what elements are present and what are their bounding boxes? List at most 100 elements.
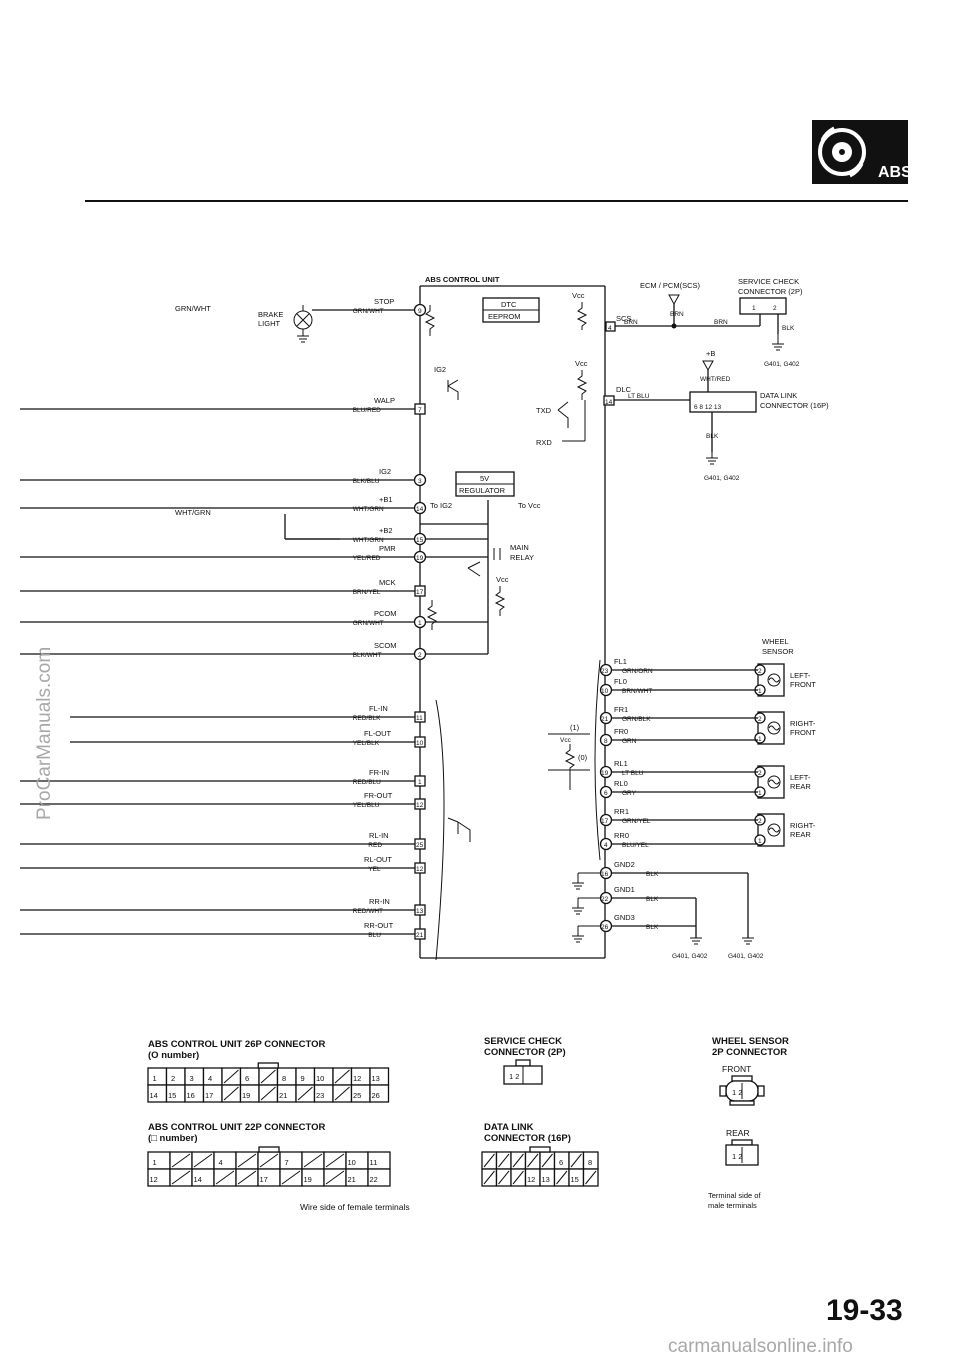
svg-text:16: 16 bbox=[187, 1091, 195, 1100]
wire-color: WHT/GRN bbox=[353, 537, 384, 544]
wire-color: RED/WHT bbox=[353, 908, 383, 915]
connector-22p: ABS CONTROL UNIT 22P CONNECTOR (□ number… bbox=[147, 1122, 391, 1187]
vcc-label-4: Vcc bbox=[560, 737, 572, 744]
c22-title: ABS CONTROL UNIT 22P CONNECTOR bbox=[148, 1122, 325, 1133]
svg-text:17: 17 bbox=[205, 1091, 213, 1100]
svg-text:4: 4 bbox=[219, 1158, 223, 1167]
svg-text:17: 17 bbox=[601, 818, 609, 825]
regulator-label: REGULATOR bbox=[459, 486, 506, 495]
pin-number: 13 bbox=[416, 908, 424, 915]
svg-text:10: 10 bbox=[316, 1074, 324, 1083]
state-on-label: (1) bbox=[570, 723, 580, 732]
terminal-name: RL-OUT bbox=[364, 855, 392, 864]
svg-text:1: 1 bbox=[758, 790, 762, 797]
sc-view-title: SERVICE CHECK bbox=[484, 1036, 562, 1047]
svg-text:REAR: REAR bbox=[790, 830, 811, 839]
terminal-name: PCOM bbox=[374, 609, 397, 618]
svg-text:RIGHT-: RIGHT- bbox=[790, 821, 816, 830]
svg-text:26: 26 bbox=[601, 924, 609, 931]
svg-text:6: 6 bbox=[559, 1158, 563, 1167]
terminal-note: Terminal side of bbox=[708, 1191, 761, 1200]
ws-rear-pins: 1 2 bbox=[732, 1152, 742, 1161]
pin-number: 12 bbox=[416, 802, 424, 809]
main-relay-label: MAIN bbox=[510, 543, 529, 552]
pin-number: 9 bbox=[418, 308, 422, 315]
ground-label-1: G401, G402 bbox=[764, 361, 800, 368]
dlc-label: DLC bbox=[616, 385, 632, 394]
to-vcc-label: To Vcc bbox=[518, 501, 541, 510]
svg-text:14: 14 bbox=[194, 1175, 202, 1184]
wheel-sensor-header: WHEEL bbox=[762, 637, 789, 646]
svg-text:BLK: BLK bbox=[646, 896, 659, 903]
svg-text:BLU/YEL: BLU/YEL bbox=[622, 842, 649, 849]
wire-color: GRN/WHT bbox=[353, 620, 384, 627]
to-ig2-label: To IG2 bbox=[430, 501, 452, 510]
wire-color: BRN/YEL bbox=[353, 589, 381, 596]
svg-text:10: 10 bbox=[348, 1158, 356, 1167]
svg-text:RL1: RL1 bbox=[614, 759, 628, 768]
pin-number: 11 bbox=[416, 715, 423, 722]
sensor-coil-icon bbox=[767, 721, 781, 735]
left-watermark: ProCarManuals.com bbox=[34, 647, 55, 820]
ecm-label: ECM / PCM(SCS) bbox=[640, 281, 701, 290]
svg-text:BLK: BLK bbox=[646, 871, 659, 878]
terminal-name: FL-IN bbox=[369, 704, 388, 713]
terminal-name: RR-IN bbox=[369, 897, 390, 906]
svg-text:GRN/ORN: GRN/ORN bbox=[622, 668, 653, 675]
dlc-wire-label: LT BLU bbox=[628, 393, 650, 400]
svg-text:FRONT: FRONT bbox=[790, 680, 816, 689]
terminal-name: STOP bbox=[374, 297, 394, 306]
svg-text:22: 22 bbox=[370, 1175, 378, 1184]
terminal-name: RR-OUT bbox=[364, 921, 394, 930]
regulator-label-5v: 5V bbox=[480, 474, 489, 483]
svg-text:1: 1 bbox=[758, 736, 762, 743]
svg-text:4: 4 bbox=[604, 842, 608, 849]
terminal-name: SCOM bbox=[374, 641, 397, 650]
data-link-connector bbox=[689, 391, 757, 413]
svg-text:6: 6 bbox=[245, 1074, 249, 1083]
svg-text:22: 22 bbox=[601, 896, 609, 903]
svg-text:1: 1 bbox=[758, 688, 762, 695]
service-check-label-2: CONNECTOR (2P) bbox=[738, 287, 803, 296]
svg-text:19: 19 bbox=[601, 770, 609, 777]
svg-text:12: 12 bbox=[527, 1175, 535, 1184]
scs-label: SCS bbox=[616, 314, 631, 323]
svg-text:GRN/BLK: GRN/BLK bbox=[622, 716, 651, 723]
brake-wire-left-label: GRN/WHT bbox=[175, 304, 211, 313]
abs-brake-icon bbox=[818, 126, 866, 178]
sc-pin-2: 2 bbox=[773, 305, 777, 312]
svg-text:25: 25 bbox=[353, 1091, 361, 1100]
pin-number: 3 bbox=[418, 478, 422, 485]
brake-light-label: BRAKE bbox=[258, 310, 283, 319]
svg-text:RR0: RR0 bbox=[614, 831, 629, 840]
svg-text:LEFT-: LEFT- bbox=[790, 671, 811, 680]
wheel-sensors: WHEEL SENSOR 21LEFT-FRONT21RIGHT-FRONT21… bbox=[599, 637, 816, 851]
pin-number: 7 bbox=[418, 407, 422, 414]
svg-text:21: 21 bbox=[348, 1175, 356, 1184]
terminal-name: FL-OUT bbox=[364, 729, 392, 738]
pin-number: 1 bbox=[418, 779, 422, 786]
svg-text:16: 16 bbox=[601, 871, 609, 878]
svg-text:BRN/WHT: BRN/WHT bbox=[622, 688, 652, 695]
pin-number: 21 bbox=[416, 932, 424, 939]
svg-text:26: 26 bbox=[372, 1091, 380, 1100]
txd-label: TXD bbox=[536, 406, 552, 415]
data-link-label: DATA LINK bbox=[760, 391, 797, 400]
wire-color: BLK/WHT bbox=[353, 652, 382, 659]
svg-text:13: 13 bbox=[542, 1175, 550, 1184]
svg-text:12: 12 bbox=[353, 1074, 361, 1083]
pin-number: 12 bbox=[416, 866, 424, 873]
